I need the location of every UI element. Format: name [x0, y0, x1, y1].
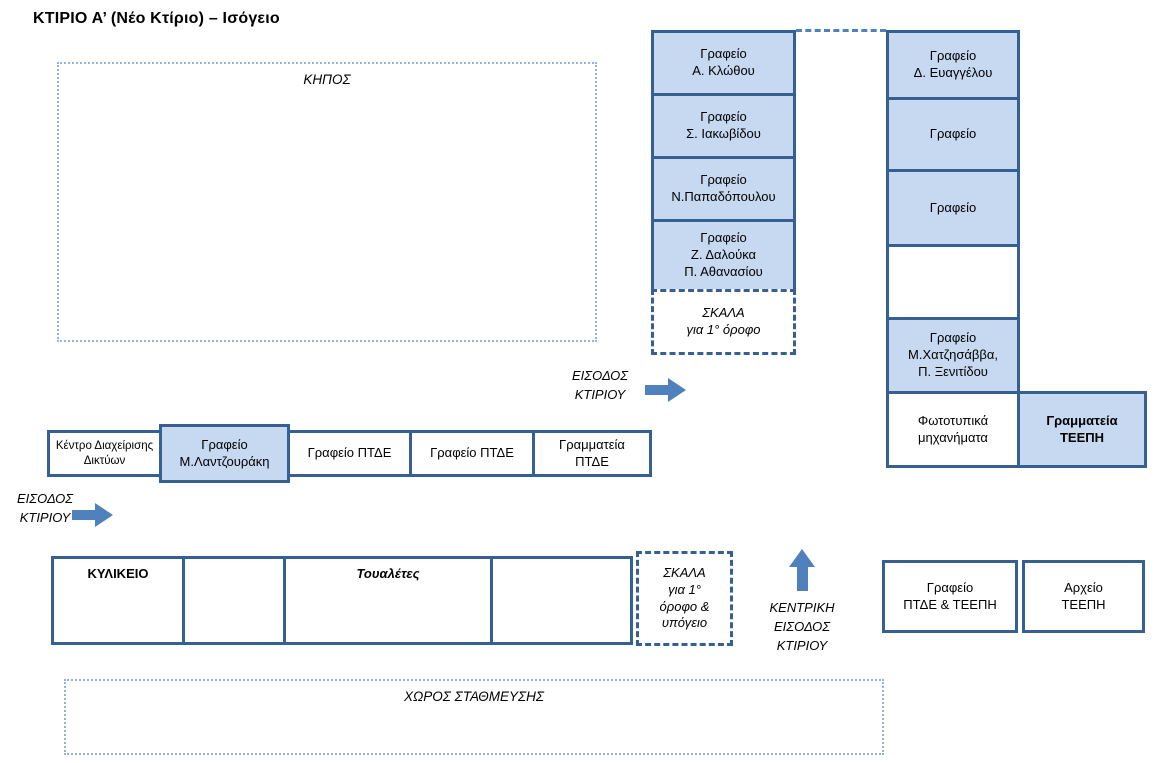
dashed-connector-line [796, 29, 886, 32]
room-office-d-evangelou: Γραφείο Δ. Ευαγγέλου [886, 30, 1020, 100]
room-empty-bottom-1 [182, 556, 286, 645]
room-secretariat-teepi: Γραμματεία ΤΕΕΠΗ [1017, 391, 1147, 468]
room-empty-right [886, 244, 1020, 320]
room-photocopiers: Φωτοτυπικά μηχανήματα [886, 391, 1020, 468]
arrow-right-icon [645, 378, 686, 402]
arrow-up-icon [789, 549, 815, 591]
parking-area: ΧΩΡΟΣ ΣΤΑΘΜΕΥΣΗΣ [64, 679, 884, 755]
room-office-a-klothou: Γραφείο Α. Κλώθου [651, 30, 796, 96]
room-office-z-dalouka-p-athanasiou: Γραφείο Ζ. Δαλούκα Π. Αθανασίου [651, 219, 796, 292]
room-office-ptde-teepi: Γραφείο ΠΤΔΕ & ΤΕΕΠΗ [882, 560, 1018, 633]
room-office-1: Γραφείο [886, 97, 1020, 172]
entrance-left-label: ΕΙΣΟΔΟΣ ΚΤΙΡΙΟΥ [17, 491, 73, 525]
garden-label: ΚΗΠΟΣ [303, 72, 351, 87]
arrow-right-icon [72, 503, 113, 527]
room-network-management-center: Κέντρο Διαχείρισης Δικτύων [47, 430, 162, 477]
page-title: ΚΤΙΡΙΟ Α’ (Νέο Κτίριο) – Ισόγειο [33, 10, 280, 27]
stairs-to-first-floor-and-basement: ΣΚΑΛΑ για 1° όροφο & υπόγειο [636, 551, 733, 646]
garden-area: ΚΗΠΟΣ [57, 62, 597, 342]
room-archive-teepi: Αρχείο ΤΕΕΠΗ [1022, 560, 1145, 633]
room-office-m-lantzouraki: Γραφείο Μ.Λαντζουράκη [159, 424, 290, 483]
room-empty-bottom-2 [490, 556, 633, 645]
room-toilets: Τουαλέτες [283, 556, 493, 645]
entrance-side-label: ΕΙΣΟΔΟΣ ΚΤΙΡΙΟΥ [572, 368, 628, 402]
room-canteen: ΚΥΛΙΚΕΙΟ [51, 556, 185, 645]
room-office-s-iakovidou: Γραφείο Σ. Ιακωβίδου [651, 93, 796, 159]
room-office-hatzisavva-xenitidou: Γραφείο Μ.Χατζησάββα, Π. Ξενιτίδου [886, 317, 1020, 394]
room-office-2: Γραφείο [886, 169, 1020, 247]
room-secretariat-ptde: Γραμματεία ΠΤΔΕ [532, 430, 652, 477]
room-office-n-papadopoulou: Γραφείο Ν.Παπαδόπουλου [651, 156, 796, 222]
stairs-to-first-floor: ΣΚΑΛΑ για 1° όροφο [651, 289, 796, 355]
room-office-ptde-1: Γραφείο ΠΤΔΕ [287, 430, 412, 477]
room-office-ptde-2: Γραφείο ΠΤΔΕ [409, 430, 535, 477]
entrance-main-label: ΚΕΝΤΡΙΚΗ ΕΙΣΟΔΟΣ ΚΤΙΡΙΟΥ [769, 600, 835, 653]
parking-label: ΧΩΡΟΣ ΣΤΑΘΜΕΥΣΗΣ [404, 689, 544, 704]
